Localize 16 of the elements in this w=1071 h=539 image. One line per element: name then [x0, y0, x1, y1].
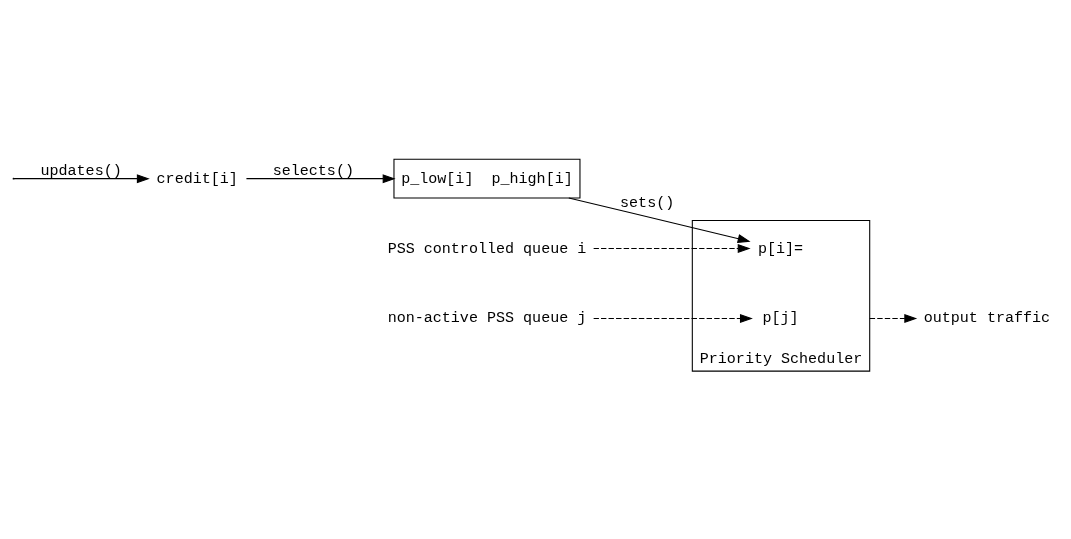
edge-label: sets(): [620, 193, 675, 212]
node-text: output traffic: [923, 309, 1051, 328]
node-box: p_low[i] p_high[i]: [393, 158, 581, 199]
node-text: non-active PSS queue j: [387, 309, 587, 328]
arrow: [593, 244, 751, 254]
node-text: p[i]=: [757, 239, 804, 258]
edge-label: updates(): [40, 161, 122, 180]
arrow: [593, 313, 753, 323]
arrow: [869, 313, 918, 323]
arrow: [568, 197, 751, 243]
node-text: credit[i]: [156, 169, 238, 188]
node-text: PSS controlled queue i: [387, 239, 587, 258]
arrow: [13, 174, 150, 184]
edge-label: selects(): [272, 161, 354, 180]
arrow: [245, 174, 396, 184]
node-text: p[j]: [762, 309, 799, 328]
